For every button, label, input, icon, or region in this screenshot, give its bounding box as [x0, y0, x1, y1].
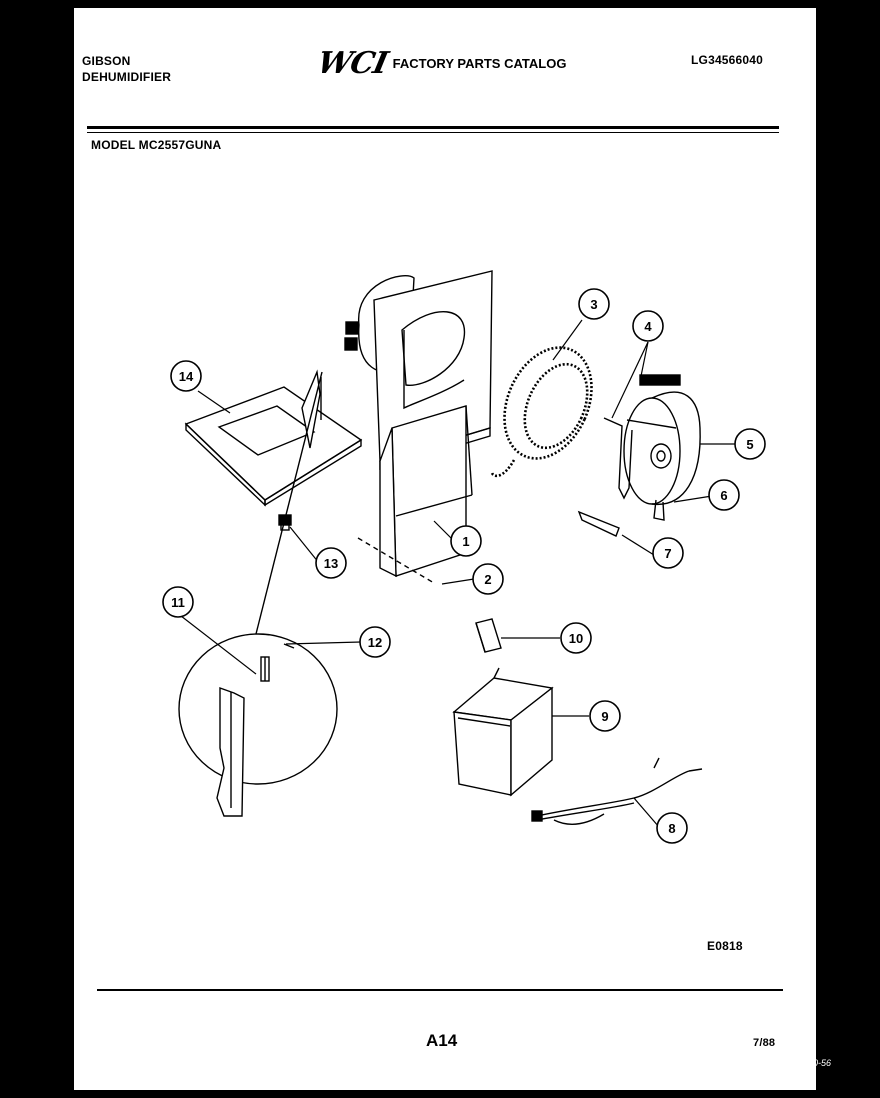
callout-10: 10: [560, 622, 592, 654]
svg-text:10: 10: [569, 631, 583, 646]
figure-code: E0818: [707, 939, 743, 953]
catalog-number: LG34566040: [691, 53, 764, 67]
header-rule: [87, 126, 779, 129]
part-heater-coil: [490, 346, 593, 478]
page-number: A14: [426, 1031, 458, 1050]
brand-block: GIBSON DEHUMIDIFIER: [82, 53, 171, 85]
part-detail-circle: [178, 371, 338, 817]
callout-5: 5: [734, 428, 766, 460]
brand-name: GIBSON: [82, 54, 131, 68]
part-water-bucket: [452, 667, 554, 797]
svg-text:9: 9: [601, 709, 608, 724]
part-screw-line: [357, 537, 435, 584]
callout-12: 12: [359, 626, 391, 658]
svg-text:6: 6: [720, 488, 727, 503]
svg-text:4: 4: [644, 319, 652, 334]
svg-text:7: 7: [664, 546, 671, 561]
exploded-parts-diagram: [171, 270, 738, 828]
callout-3: 3: [578, 288, 610, 320]
revision-date: 7/88: [753, 1037, 776, 1049]
callout-9: 9: [589, 700, 621, 732]
callout-1: 1: [450, 525, 482, 557]
svg-text:8: 8: [668, 821, 675, 836]
header-rule-thin: [87, 132, 779, 133]
catalog-page: GIBSON DEHUMIDIFIER WCI FACTORY PARTS CA…: [74, 8, 816, 1090]
catalog-title: FACTORY PARTS CATALOG: [392, 56, 567, 71]
part-fan-shroud: [577, 374, 701, 537]
catalog-heading: WCI FACTORY PARTS CATALOG: [314, 46, 567, 81]
part-wire-harness: [531, 757, 703, 825]
product-type: DEHUMIDIFIER: [82, 70, 172, 84]
part-float-bracket: [475, 618, 502, 653]
leader-lines: [171, 319, 738, 828]
svg-text:12: 12: [368, 635, 382, 650]
callout-14: 14: [170, 360, 202, 392]
model-number: MODEL MC2557GUNA: [91, 138, 222, 152]
callout-11: 11: [162, 586, 194, 618]
callout-7: 7: [652, 537, 684, 569]
footer-rule: [97, 989, 783, 991]
callout-8: 8: [656, 812, 688, 844]
svg-text:1: 1: [462, 534, 469, 549]
callout-13: 13: [315, 547, 347, 579]
callout-6: 6: [708, 479, 740, 511]
svg-text:13: 13: [324, 556, 338, 571]
callout-4: 4: [632, 310, 664, 342]
part-base-tray: [184, 369, 363, 507]
callout-2: 2: [472, 563, 504, 595]
svg-text:11: 11: [171, 595, 185, 610]
svg-text:3: 3: [590, 297, 597, 312]
callout-layer: 14 3 4 5 6 7 1 2 13 11 12 10 9 8: [162, 288, 766, 844]
svg-text:2: 2: [484, 572, 491, 587]
margin-note: 80-56: [808, 1058, 832, 1068]
svg-text:14: 14: [179, 369, 194, 384]
svg-text:5: 5: [746, 437, 753, 452]
